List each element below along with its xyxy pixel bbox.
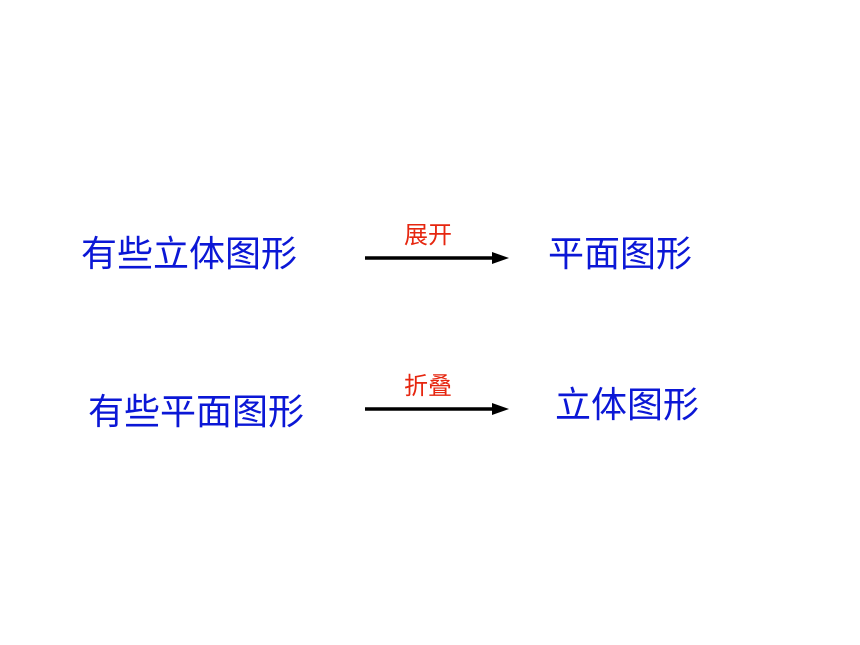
row2-action-label: 折叠 bbox=[404, 372, 452, 400]
row2-right-arrow-icon bbox=[364, 401, 510, 417]
row2-source-shape-text: 有些平面图形 bbox=[88, 392, 305, 433]
row1-source-shape-text: 有些立体图形 bbox=[81, 234, 298, 275]
row2-result-shape-text: 立体图形 bbox=[555, 385, 700, 426]
row1-result-shape-text: 平面图形 bbox=[548, 234, 693, 275]
row1-action-label: 展开 bbox=[404, 221, 452, 249]
row1-right-arrow-icon bbox=[364, 250, 510, 266]
